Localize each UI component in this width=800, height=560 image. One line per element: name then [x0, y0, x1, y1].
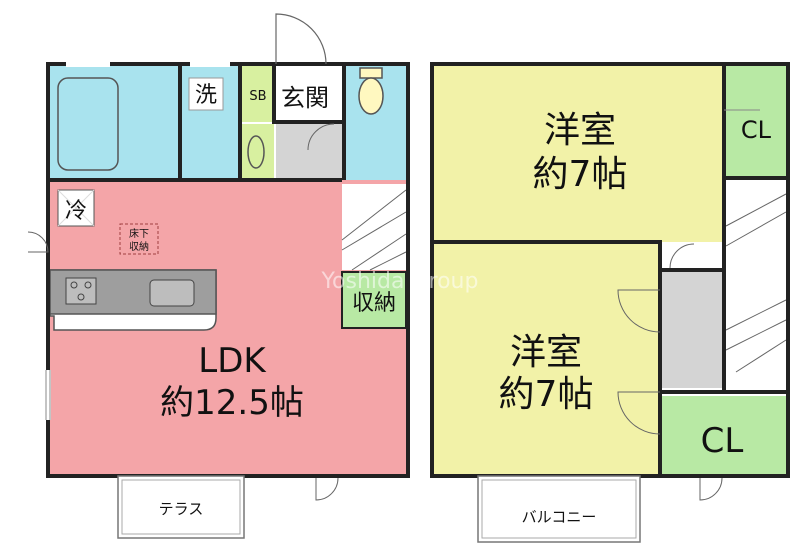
fridge-label: 冷 — [65, 199, 87, 224]
closet-a — [726, 66, 786, 178]
balcony-label: バルコニー — [522, 508, 597, 526]
closet-a-label: CL — [741, 116, 772, 144]
hallway-floor2 — [662, 272, 724, 388]
stairs-floor2 — [726, 180, 786, 392]
stairs-lines-1 — [341, 189, 407, 271]
closet-b — [662, 396, 786, 476]
room-a-name-label: 洋室 — [544, 110, 616, 151]
room-labels: 洗 SB 玄関 冷 床下 収納 収納 LDK 約12.5帖 テラス 洋室 約7帖… — [65, 77, 772, 526]
kitchen-sink-icon — [149, 279, 195, 307]
underfloor-storage-label-2: 収納 — [129, 240, 149, 253]
ldk-name-label: LDK — [198, 341, 267, 381]
floor-2 — [430, 62, 790, 543]
entrance-hall — [276, 122, 344, 180]
terrace-door-swing — [315, 477, 339, 501]
stairs-lines-2 — [725, 193, 787, 373]
laundry-label: 洗 — [195, 83, 217, 108]
ldk-size-label: 約12.5帖 — [160, 383, 304, 423]
closet-b-label: CL — [701, 421, 744, 461]
sink-area — [242, 124, 274, 180]
storage-label: 収納 — [352, 291, 396, 316]
shoe-box — [242, 66, 274, 122]
balcony — [477, 475, 641, 543]
toilet-bowl-icon — [358, 77, 384, 115]
wash-basin-icon — [247, 135, 265, 169]
entrance-label: 玄関 — [281, 84, 329, 112]
underfloor-storage-label-1: 床下 — [129, 227, 149, 240]
room-b-size-label: 約7帖 — [499, 374, 594, 415]
terrace-label: テラス — [159, 500, 204, 518]
underfloor-storage — [119, 223, 159, 255]
entrance-door-swing — [275, 13, 327, 65]
toilet-tank-icon — [359, 67, 383, 79]
room-a-size-label: 約7帖 — [533, 154, 628, 195]
bathtub — [57, 77, 119, 171]
terrace — [117, 475, 245, 539]
watermark: Yoshida Group — [321, 269, 479, 294]
room-b-name-label: 洋室 — [510, 332, 582, 373]
floor-1 — [27, 13, 410, 539]
shoe-box-label: SB — [249, 89, 266, 104]
western-room-a — [432, 66, 724, 242]
western-room-b — [432, 242, 660, 476]
